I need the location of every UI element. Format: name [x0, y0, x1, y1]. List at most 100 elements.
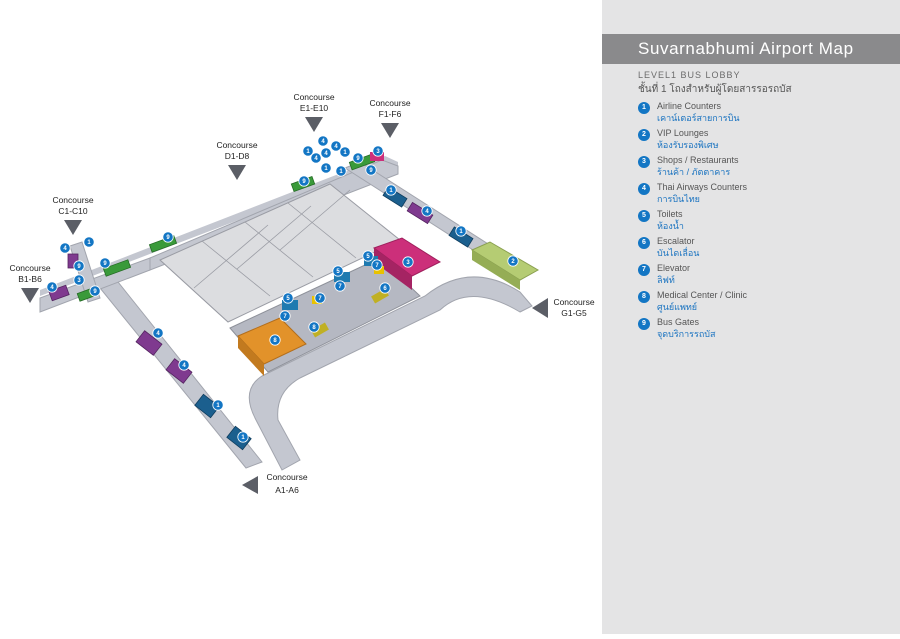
legend-number-icon: 2: [638, 129, 650, 141]
concourse-label-f: Concourse F1-F6: [369, 98, 411, 138]
legend-label-en: VIP Lounges: [657, 128, 709, 138]
map-badge-label: 4: [156, 331, 160, 337]
concourse-label-c: Concourse C1-C10: [52, 195, 94, 235]
legend-label-th: ห้องน้ำ: [657, 221, 684, 231]
legend-label-en: Toilets: [657, 209, 683, 219]
map-badge-label: 1: [241, 435, 245, 441]
svg-text:D1-D8: D1-D8: [225, 151, 250, 161]
map-badge-label: 1: [343, 150, 347, 156]
map-badge-1: 1: [237, 431, 249, 443]
map-badge-9: 9: [99, 257, 111, 269]
map-badge-8: 8: [308, 321, 320, 333]
map-badge-3: 3: [73, 274, 85, 286]
map-badge-4: 4: [310, 152, 322, 164]
map-badge-4: 4: [178, 359, 190, 371]
map-badge-1: 1: [385, 184, 397, 196]
legend-number-icon: 6: [638, 237, 650, 249]
concourse-f-arrow-icon: [381, 123, 399, 138]
legend-item: 5 Toilets ห้องน้ำ: [638, 209, 878, 235]
legend-label-en: Bus Gates: [657, 317, 700, 327]
legend-item: 8 Medical Center / Clinic ศูนย์แพทย์: [638, 290, 878, 316]
concourse-b-arrow-icon: [21, 288, 39, 303]
legend-label-th: เคาน์เตอร์สายการบิน: [657, 113, 740, 123]
map-badge-label: 7: [375, 263, 379, 269]
map-badge-5: 5: [362, 250, 374, 262]
legend-item: 7 Elevator ลิฟท์: [638, 263, 878, 289]
map-badge-7: 7: [279, 310, 291, 322]
map-badge-label: 5: [286, 296, 290, 302]
svg-text:F1-F6: F1-F6: [379, 109, 402, 119]
map-badge-1: 1: [320, 162, 332, 174]
map-badge-label: 5: [336, 269, 340, 275]
map-badge-4: 4: [46, 281, 58, 293]
svg-text:Concourse: Concourse: [52, 195, 93, 205]
legend-number-icon: 5: [638, 210, 650, 222]
map-badge-3: 3: [372, 145, 384, 157]
map-badge-label: 3: [376, 149, 380, 155]
legend-number-icon: 3: [638, 156, 650, 168]
legend-item: 2 VIP Lounges ห้องรับรองพิเศษ: [638, 128, 878, 154]
map-badge-7: 7: [314, 292, 326, 304]
map-badge-1: 1: [455, 225, 467, 237]
svg-text:G1-G5: G1-G5: [561, 308, 587, 318]
map-badge-label: 7: [283, 314, 287, 320]
map-badge-9: 9: [73, 260, 85, 272]
map-badge-4: 4: [330, 140, 342, 152]
legend-label-th: ศูนย์แพทย์: [657, 302, 698, 312]
map-badge-5: 5: [332, 265, 344, 277]
map-badge-label: 1: [324, 166, 328, 172]
thai-airways-counter: [135, 330, 163, 356]
level-label-th: ชั้นที่ 1 โถงสำหรับผู้โดยสารรอรถบัส: [638, 84, 792, 95]
map-badge-label: 1: [87, 240, 91, 246]
map-badge-label: 4: [182, 363, 186, 369]
svg-text:Concourse: Concourse: [293, 92, 334, 102]
airline-counter: [194, 393, 220, 419]
map-badge-label: 1: [389, 188, 393, 194]
map-badge-9: 9: [352, 152, 364, 164]
concourse-c-arrow-icon: [64, 220, 82, 235]
map-badge-label: 1: [339, 169, 343, 175]
toilet-block: [334, 272, 350, 282]
map-badge-1: 1: [212, 399, 224, 411]
map-badge-1: 1: [83, 236, 95, 248]
map-badge-9: 9: [298, 175, 310, 187]
map-badge-6: 6: [379, 282, 391, 294]
level-label-en: LEVEL1 BUS LOBBY: [638, 70, 741, 80]
map-badge-label: 1: [216, 403, 220, 409]
map-badge-label: 7: [338, 284, 342, 290]
legend-number-icon: 7: [638, 264, 650, 276]
legend-label-th: ลิฟท์: [657, 275, 675, 285]
shops-block-front: [374, 248, 412, 290]
map-badge-4: 4: [421, 205, 433, 217]
legend-label-en: Medical Center / Clinic: [657, 290, 748, 300]
svg-text:Concourse: Concourse: [216, 140, 257, 150]
legend-panel: Suvarnabhumi Airport Map LEVEL1 BUS LOBB…: [602, 0, 900, 634]
legend-number-icon: 8: [638, 291, 650, 303]
map-badge-5: 5: [282, 292, 294, 304]
map-badge-2: 2: [507, 255, 519, 267]
legend-label-en: Elevator: [657, 263, 691, 273]
map-badge-label: 8: [312, 325, 316, 331]
legend-label-th: ห้องรับรองพิเศษ: [657, 140, 719, 150]
concourse-label-g: Concourse G1-G5: [532, 297, 595, 318]
map-badge-label: 4: [334, 144, 338, 150]
legend-label-th: การบินไทย: [657, 194, 700, 204]
map-badge-label: 4: [425, 209, 429, 215]
map-badge-7: 7: [334, 280, 346, 292]
svg-text:Concourse: Concourse: [369, 98, 410, 108]
map-badge-1: 1: [339, 146, 351, 158]
legend-number-icon: 1: [638, 102, 650, 114]
concourse-label-d: Concourse D1-D8: [216, 140, 258, 180]
map-badge-8: 8: [269, 334, 281, 346]
legend-label-th: ร้านค้า / ภัตตาคาร: [657, 167, 731, 177]
legend-number-icon: 4: [638, 183, 650, 195]
map-badge-label: 6: [383, 286, 387, 292]
concourse-a-arrow-icon: [242, 476, 258, 494]
map-badge-label: 4: [321, 139, 325, 145]
map-badge-label: 4: [324, 151, 328, 157]
map-title: Suvarnabhumi Airport Map: [602, 34, 900, 64]
